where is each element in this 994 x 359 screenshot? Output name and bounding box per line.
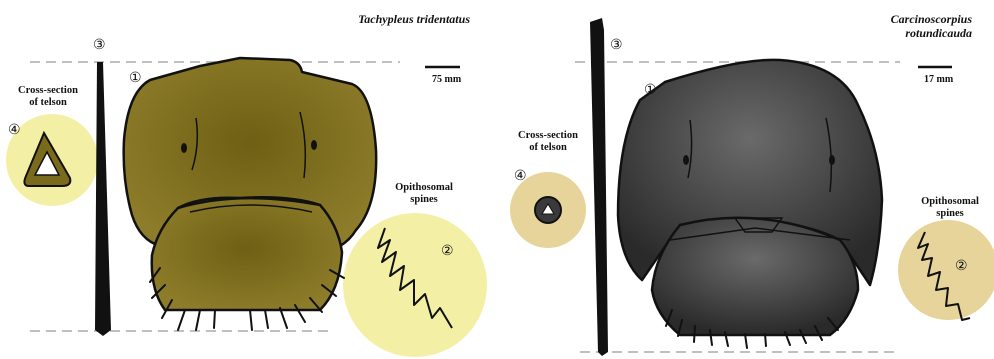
right-cross-section-label: Cross-section of telson <box>508 130 588 154</box>
right-species-title: Carcinoscorpius rotundicauda <box>891 12 972 40</box>
right-opisthosoma <box>652 218 858 335</box>
left-telson <box>95 62 111 336</box>
left-marker-1: ① <box>129 70 142 87</box>
right-scale-label: 17 mm <box>924 74 953 85</box>
left-spines-label: Opithosomal spines <box>376 182 472 206</box>
right-eye-right <box>829 155 835 165</box>
left-marker-3: ③ <box>93 37 106 54</box>
left-cross-section-label: Cross-section of telson <box>8 85 88 109</box>
right-spines-label: Opithosomal spines <box>908 196 992 220</box>
right-panel <box>510 18 994 356</box>
right-marker-3: ③ <box>610 37 623 54</box>
left-eye-left <box>181 143 187 153</box>
left-species-title: Tachypleus tridentatus <box>358 12 470 27</box>
right-marker-4: ④ <box>514 168 527 185</box>
right-marker-2: ② <box>955 258 968 275</box>
right-telson <box>590 18 608 356</box>
left-marker-4: ④ <box>8 122 21 139</box>
left-marker-2: ② <box>441 243 454 260</box>
left-scale-label: 75 mm <box>432 74 461 85</box>
right-eye-left <box>683 155 689 165</box>
left-opisthosoma <box>152 198 342 310</box>
left-eye-right <box>311 140 317 150</box>
right-marker-1: ① <box>644 82 657 99</box>
